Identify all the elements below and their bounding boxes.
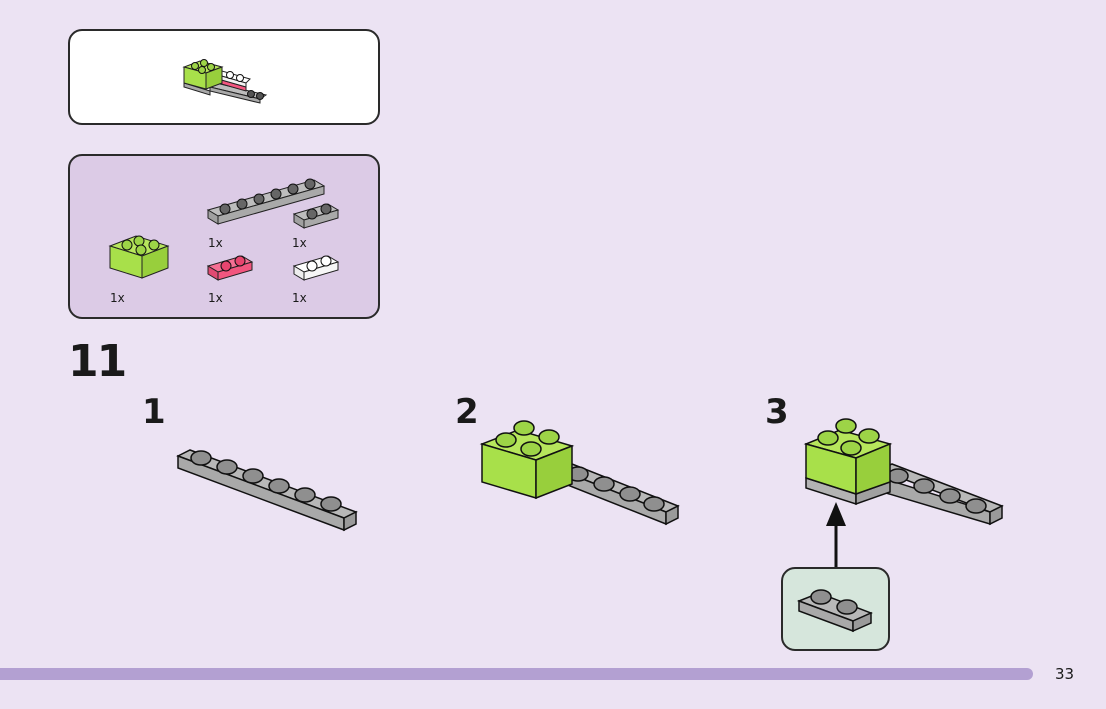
part-qty-plate-1x2-white: 1x bbox=[292, 291, 307, 305]
sub-step-1-illustration bbox=[176, 449, 358, 532]
parts-list: 1x 1x 1x 1x 1x bbox=[68, 154, 380, 319]
step-number: 11 bbox=[68, 336, 127, 387]
callout-box bbox=[781, 567, 890, 651]
callout-plate-1x2-gray bbox=[796, 589, 873, 633]
part-plate-1x6-gray bbox=[206, 178, 326, 225]
submodel-illustration bbox=[182, 59, 268, 104]
sub-step-3-illustration bbox=[803, 418, 1004, 526]
part-qty-brick-2x2-lime: 1x bbox=[110, 291, 125, 305]
part-qty-plate-1x2-pink: 1x bbox=[208, 291, 223, 305]
parts-illustrations bbox=[108, 178, 340, 281]
part-plate-1x2-pink bbox=[206, 255, 254, 281]
arrow-up-icon bbox=[826, 502, 846, 568]
sub-step-2-illustration bbox=[479, 420, 680, 526]
submodel-preview-box bbox=[68, 29, 380, 125]
part-qty-plate-1x2-gray: 1x bbox=[292, 236, 307, 250]
page-number: 33 bbox=[1055, 665, 1075, 683]
part-plate-1x2-white bbox=[292, 255, 340, 281]
part-qty-plate-1x6: 1x bbox=[208, 236, 223, 250]
part-brick-2x2-lime bbox=[108, 235, 170, 279]
sub-step-number-2: 2 bbox=[455, 392, 479, 432]
sub-step-number-1: 1 bbox=[142, 392, 166, 432]
footer-bar bbox=[0, 668, 1033, 680]
part-plate-1x2-gray bbox=[292, 203, 340, 229]
sub-step-number-3: 3 bbox=[765, 392, 789, 432]
